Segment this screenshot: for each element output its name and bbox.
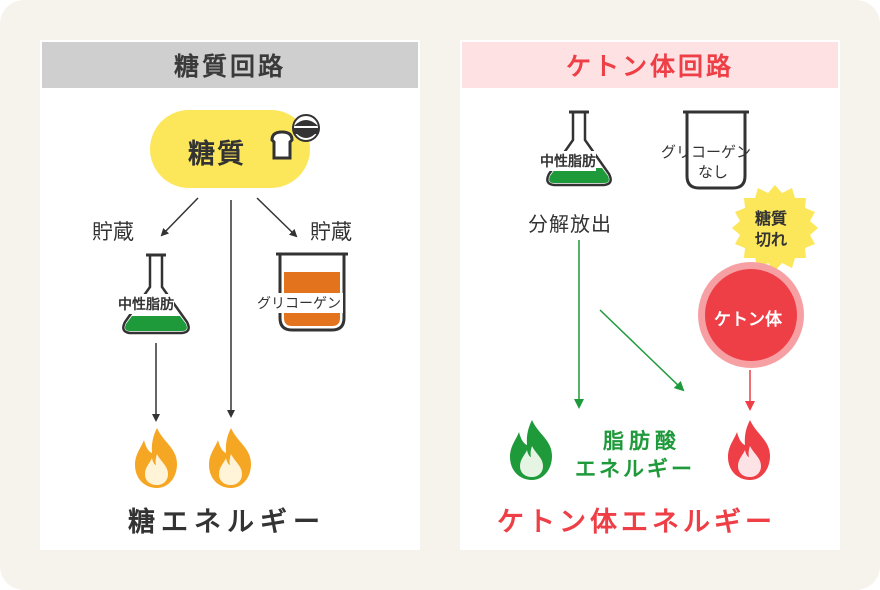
fatty-acid-line2: エネルギー (575, 457, 695, 481)
sugar-energy-label: 糖エネルギー (128, 507, 326, 538)
ketone-path-title: ケトン体回路 (462, 42, 838, 88)
no-glycogen-line1: グリコーゲン (661, 143, 752, 161)
fatty-acid-line1: 脂肪酸 (603, 429, 681, 453)
store-left-label: 貯蔵 (92, 220, 134, 244)
ketone-energy-label: ケトン体エネルギー (497, 507, 776, 538)
release-label: 分解放出 (528, 212, 612, 236)
ketone-node-label: ケトン体 (714, 310, 782, 330)
sugar-out-line1: 糖質 (755, 209, 788, 228)
glycogen-label: グリコーゲン (255, 293, 343, 313)
sugar-node-label: 糖質 (188, 139, 246, 170)
sugar-out-line2: 切れ (755, 230, 788, 249)
no-glycogen-line2: なし (698, 163, 729, 181)
sugar-path-panel: 糖質回路 (40, 40, 420, 550)
fat-label: 中性脂肪 (118, 294, 174, 314)
store-right-label: 貯蔵 (310, 220, 352, 244)
fat-label: 中性脂肪 (540, 151, 596, 171)
sugar-path-title: 糖質回路 (42, 42, 418, 88)
